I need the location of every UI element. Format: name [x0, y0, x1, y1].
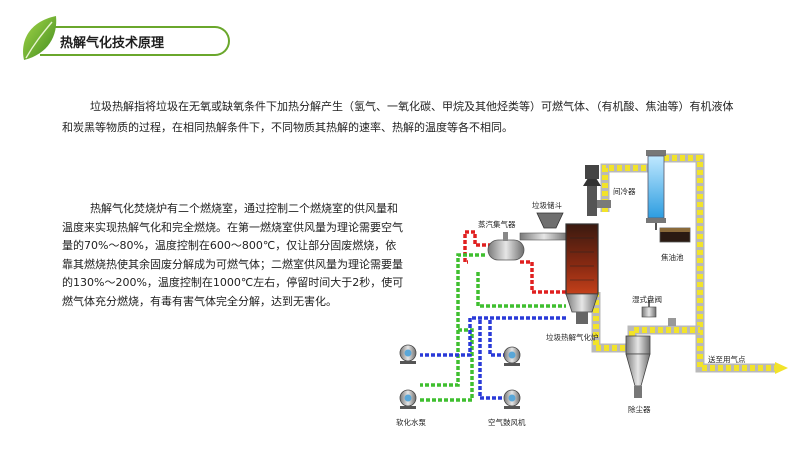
feed-chute	[583, 165, 611, 216]
label-furnace: 垃圾热解气化炉	[546, 332, 599, 342]
softened-water-pump-2	[399, 389, 417, 409]
label-steam-collector: 蒸汽集气器	[478, 219, 516, 229]
label-wet-valve: 湿式盘阀	[632, 294, 662, 304]
air-blower-1	[503, 346, 521, 366]
gasification-furnace	[565, 223, 599, 324]
air-pipeline	[420, 316, 566, 400]
steam-pipeline	[463, 230, 566, 294]
leaf-icon	[23, 16, 57, 60]
condenser	[646, 150, 666, 230]
steam-collector	[487, 232, 525, 261]
label-tar-tank: 焦油池	[661, 252, 684, 262]
label-softened-water-pump: 软化水泵	[396, 417, 426, 427]
label-waste-hopper: 垃圾储斗	[532, 200, 562, 210]
page-title: 热解气化技术原理	[60, 36, 165, 51]
waste-hopper	[519, 212, 569, 241]
title-pill	[40, 26, 230, 56]
section-header: 热解气化技术原理	[18, 14, 230, 64]
tar-tank	[659, 227, 691, 243]
detail-paragraph: 热解气化焚烧炉有二个燃烧室，通过控制二个燃烧室的供风量和温度来实现热解气化和完全…	[62, 202, 404, 308]
intro-paragraph: 垃圾热解指将垃圾在无氧或缺氧条件下加热分解产生（氢气、一氧化碳、甲烷及其他烃类等…	[62, 100, 734, 134]
air-blower-2	[503, 389, 521, 409]
softened-water-pump-1	[399, 344, 417, 364]
dust-collector	[625, 335, 651, 398]
label-dust-collector: 除尘器	[628, 404, 651, 414]
label-condenser: 间冷器	[613, 186, 636, 196]
label-air-blower: 空气鼓风机	[488, 417, 526, 427]
wet-valve	[641, 300, 676, 326]
gas-arrow-icon	[775, 362, 788, 374]
label-to-gas-point: 送至用气点	[708, 354, 746, 364]
water-pipeline	[420, 253, 566, 402]
